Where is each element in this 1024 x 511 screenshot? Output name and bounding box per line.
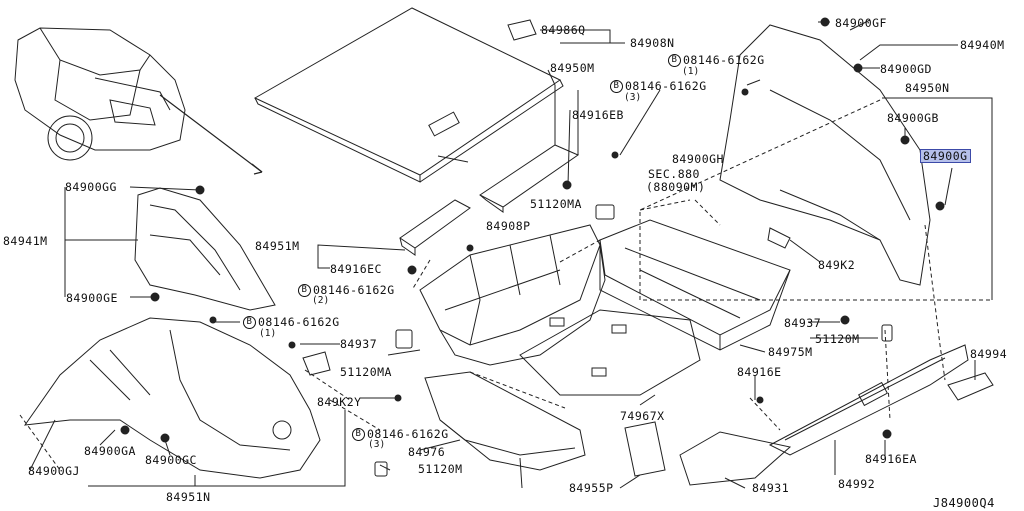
label-84900GF: 84900GF: [835, 16, 887, 30]
label-84916EA: 84916EA: [865, 452, 917, 466]
leader-lines: [29, 21, 993, 489]
label-84950N: 84950N: [905, 81, 950, 95]
side-boards-84950M: [399, 85, 580, 256]
label-84951M: 84951M: [255, 239, 300, 253]
label-84900GC: 84900GC: [145, 453, 197, 467]
bolt-part-number: 08146-6162G: [625, 79, 707, 93]
label-84937-right: 84937: [784, 316, 822, 330]
label-84916EB: 84916EB: [572, 108, 624, 122]
label-84908N: 84908N: [630, 36, 675, 50]
tray-84976: [424, 371, 586, 489]
label-849K2: 849K2: [818, 258, 856, 272]
label-84900G-highlighted[interactable]: 84900G: [920, 149, 971, 163]
label-84937-left: 84937: [340, 337, 378, 351]
bolt-circle-icon: B: [298, 284, 311, 297]
storage-box-84975M: [599, 219, 791, 351]
label-84916E: 84916E: [737, 365, 782, 379]
leader-dashed: [19, 99, 990, 471]
sill-plate-84992: [768, 344, 969, 456]
label-84908P: 84908P: [486, 219, 531, 233]
label-84900GD: 84900GD: [880, 62, 932, 76]
trim-84941M: [134, 187, 276, 311]
bolt-qty: (3): [624, 92, 642, 103]
bolt-qty: (1): [682, 66, 700, 77]
label-sec880-sub: (88090M): [646, 180, 706, 194]
label-84900GE: 84900GE: [66, 291, 118, 305]
clip-84986Q-shape: [507, 19, 537, 41]
label-sec880: SEC.880: [648, 167, 700, 181]
label-84900GA: 84900GA: [84, 444, 136, 458]
bolt-circle-icon: B: [610, 80, 623, 93]
floor-mat-74967X: [519, 309, 701, 396]
label-51120M-right: 51120M: [815, 332, 860, 346]
label-84941M: 84941M: [3, 234, 48, 248]
label-84940M: 84940M: [960, 38, 1005, 52]
label-84986Q: 84986Q: [541, 23, 586, 37]
label-849K2Y: 849K2Y: [317, 395, 362, 409]
label-84955P: 84955P: [569, 481, 614, 495]
trim-84950N: [719, 19, 931, 286]
bolt-part-number: 08146-6162G: [313, 283, 395, 297]
label-51120MA-top: 51120MA: [530, 197, 582, 211]
label-84976: 84976: [408, 445, 446, 459]
label-84900GG: 84900GG: [65, 180, 117, 194]
bolt-qty: (2): [312, 295, 330, 306]
bolt-part-number: 08146-6162G: [683, 53, 765, 67]
label-51120MA-mid: 51120MA: [340, 365, 392, 379]
pad-84955P: [624, 421, 666, 477]
label-84900GB: 84900GB: [887, 111, 939, 125]
clips: [302, 204, 893, 477]
bolt-circle-icon: B: [352, 428, 365, 441]
diagram-id: J84900Q4: [933, 496, 995, 510]
bolt-part-number: 08146-6162G: [367, 427, 449, 441]
mat-hole: [611, 324, 627, 334]
label-84951N: 84951N: [166, 490, 211, 504]
cap-84994: [947, 372, 994, 401]
label-84975M: 84975M: [768, 345, 813, 359]
vehicle-illustration: [14, 27, 263, 175]
fasteners: [120, 17, 945, 443]
label-84992: 84992: [838, 477, 876, 491]
bolt-circle-icon: B: [668, 54, 681, 67]
bolt-circle-icon: B: [243, 316, 256, 329]
bolt-qty: (3): [368, 439, 386, 450]
label-51120M-bottom: 51120M: [418, 462, 463, 476]
mat-84931: [679, 431, 792, 486]
label-84931: 84931: [752, 481, 790, 495]
bracket-849K2: [767, 227, 791, 249]
label-84916EC: 84916EC: [330, 262, 382, 276]
trim-84951N: [23, 317, 321, 479]
label-84900GJ: 84900GJ: [28, 464, 80, 478]
bolt-qty: (1): [259, 328, 277, 339]
tray-84908P: [419, 224, 606, 366]
label-84994: 84994: [970, 347, 1008, 361]
mat-hole: [591, 367, 607, 377]
floor-board-84908N: [253, 7, 564, 183]
label-74967X: 74967X: [620, 409, 665, 423]
label-84900GH: 84900GH: [672, 152, 724, 166]
mat-hole: [549, 317, 565, 327]
bolt-part-number: 08146-6162G: [258, 315, 340, 329]
label-84950M: 84950M: [550, 61, 595, 75]
